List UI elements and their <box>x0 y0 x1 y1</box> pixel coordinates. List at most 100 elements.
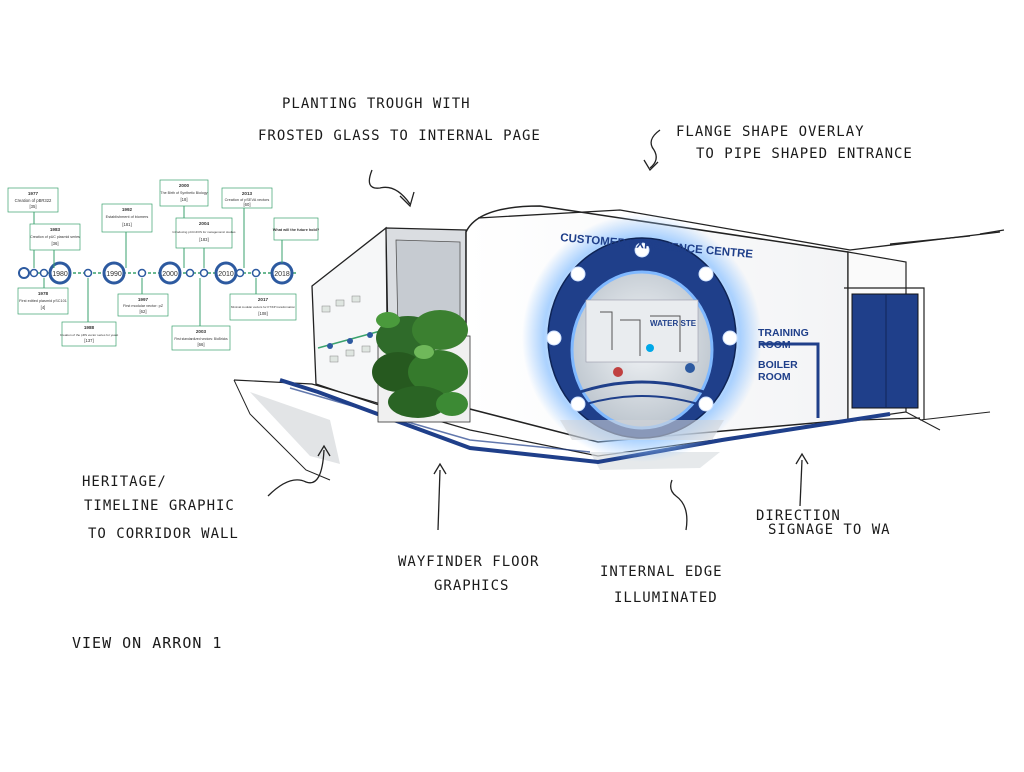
timeline-bottom-cards: 1978 First edited plasmid pSC101 [4] 198… <box>17 287 297 351</box>
card-text: Creation of pUC plasmid series <box>30 235 80 239</box>
card-ref: [137] <box>84 338 93 343</box>
card-year: 2013 <box>242 191 253 196</box>
arrowhead <box>643 159 659 172</box>
flange-bolt-light <box>570 396 586 412</box>
foliage <box>408 350 468 394</box>
boiler-room-sign-line2: ROOM <box>758 371 791 383</box>
card-text: Introducing pCC1FOS for metagenomic stud… <box>172 230 236 234</box>
arrowhead <box>433 462 447 475</box>
floor-shadow-left <box>250 392 340 464</box>
pipe-entrance: WATER STE <box>522 214 762 462</box>
corridor-card <box>321 305 331 313</box>
foliage <box>436 392 468 416</box>
card-text: First edited plasmid pSC101 <box>19 299 67 303</box>
flange-leader-arrow <box>649 129 661 169</box>
entrance-floor-shadow <box>560 420 724 440</box>
card-ref: [181] <box>122 222 131 227</box>
corridor-timeline-graphic <box>317 295 385 363</box>
timeline-start-node <box>18 267 30 279</box>
annotation-wayfinder-line1: WAYFINDER FLOOR <box>398 554 539 570</box>
event-node <box>199 268 209 278</box>
interior-pipework <box>600 311 681 356</box>
decade-node-1990 <box>102 261 126 285</box>
planter <box>372 310 471 423</box>
blue-door <box>851 293 919 409</box>
decade-label: 1990 <box>106 271 122 278</box>
interior-equipment <box>685 363 695 373</box>
flange-bolt-light <box>570 266 586 282</box>
flange-bolt-light <box>698 396 714 412</box>
timeline-card <box>171 325 231 351</box>
timeline-card <box>7 187 59 213</box>
corridor-node <box>327 343 333 349</box>
card-text: Creation of pBR322 <box>15 198 52 203</box>
card-ref: [4] <box>41 305 46 310</box>
wayfinder-line-inner <box>289 387 591 453</box>
flange-bolt-light <box>546 330 562 346</box>
interior-label: WATER STE <box>650 319 697 328</box>
decade-node-1980 <box>48 261 72 285</box>
card-ref: [35] <box>30 204 37 209</box>
foliage <box>412 310 468 350</box>
foliage <box>376 312 400 328</box>
timeline-future-card <box>273 217 319 241</box>
card-year: 1983 <box>50 227 61 232</box>
card-text: Minimal modular vectors for KT/KP transf… <box>231 305 295 309</box>
event-node <box>39 268 49 278</box>
boiler-room-sign-line1: BOILER <box>758 359 798 371</box>
annotation-direction-line2: SIGNAGE TO WA <box>768 522 891 538</box>
direction-leader-arrow <box>799 459 803 507</box>
floor-sketch-right <box>905 411 991 431</box>
card-ref: [36] <box>52 241 59 246</box>
card-text: Creation of the pRS vector series for ye… <box>60 333 118 337</box>
decade-label: 2000 <box>162 271 178 278</box>
card-year: 2000 <box>179 183 190 188</box>
corridor-card <box>329 355 339 363</box>
annotation-internal-line2: ILLUMINATED <box>614 590 718 606</box>
arrowhead <box>399 191 415 208</box>
timeline-card <box>229 293 297 321</box>
view-label: VIEW ON ARRON 1 <box>72 634 222 652</box>
annotation-planting-line2: FROSTED GLASS TO INTERNAL PAGE <box>258 128 541 144</box>
decade-label: 2018 <box>274 271 290 278</box>
annotation-direction-line1: DIRECTION <box>756 508 841 524</box>
timeline-card <box>159 179 209 207</box>
card-ref: [183] <box>199 237 208 242</box>
card-ref: [60] <box>244 202 251 207</box>
annotation-wayfinder-line2: GRAPHICS <box>434 578 509 594</box>
decade-label: 2010 <box>218 271 234 278</box>
arrowhead <box>795 452 809 465</box>
card-year: 1992 <box>122 207 133 212</box>
annotations: PLANTING TROUGH WITH FROSTED GLASS TO IN… <box>72 96 913 652</box>
timeline-connectors <box>33 206 257 326</box>
card-year: 1977 <box>28 191 39 196</box>
timeline-card <box>117 293 169 317</box>
event-node <box>251 268 261 278</box>
event-node <box>185 268 195 278</box>
annotation-flange-line2: TO PIPE SHAPED ENTRANCE <box>696 146 913 162</box>
interior-floor-line <box>585 395 699 405</box>
corridor-node <box>347 338 353 344</box>
interior-exhibit-wall <box>585 299 699 363</box>
card-year: 1997 <box>138 297 149 302</box>
corridor-card <box>351 295 361 303</box>
floor-outline <box>233 379 921 457</box>
interior-equipment <box>613 367 623 377</box>
internal-leader-arrow <box>670 479 688 531</box>
wayfinder-line-outer <box>279 378 891 465</box>
signage-guide-line <box>760 342 820 418</box>
timeline-card <box>29 223 81 251</box>
event-node <box>235 268 245 278</box>
card-text: First standardized vectors: BioBricks <box>174 337 228 341</box>
decade-node-2000 <box>158 261 182 285</box>
annotation-heritage-line3: TO CORRIDOR WALL <box>88 526 239 542</box>
interior-floor-line <box>579 380 705 394</box>
annotation-flange-line1: FLANGE SHAPE OVERLAY <box>676 124 865 140</box>
timeline-card <box>61 321 117 347</box>
event-node <box>137 268 147 278</box>
corridor-card <box>335 299 345 307</box>
timeline-graphic: 1980 1990 2000 2010 2018 <box>7 179 320 351</box>
card-text: The Birth of Synthetic Biology <box>160 191 207 195</box>
